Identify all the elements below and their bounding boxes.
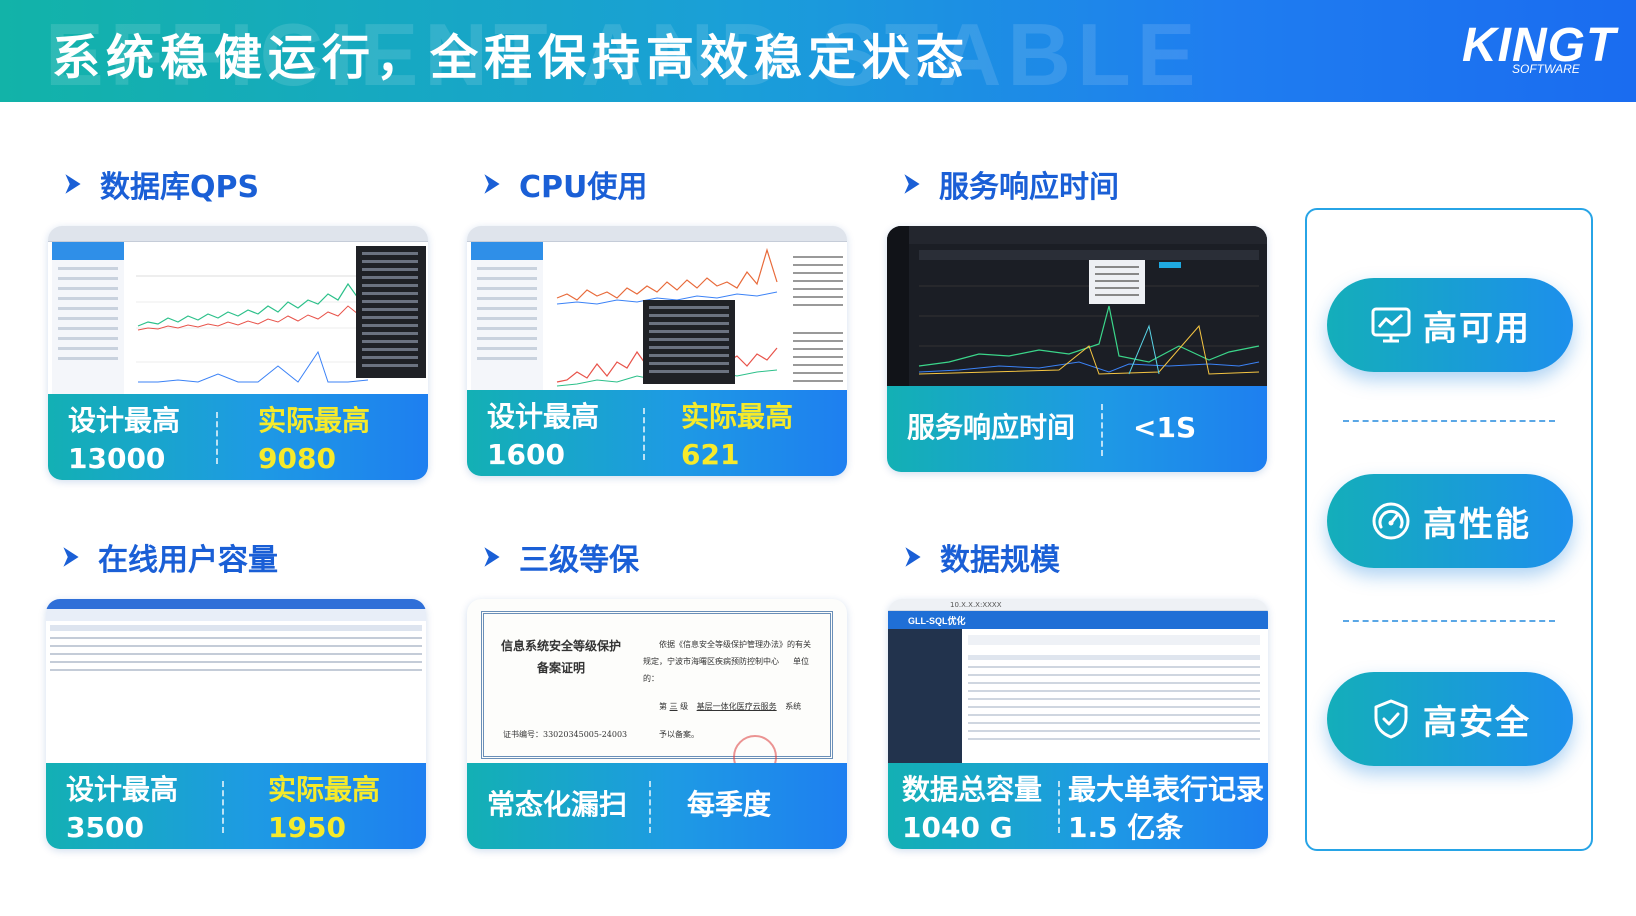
response-time-value: <1S xyxy=(1133,411,1197,444)
dashboard-screenshot xyxy=(887,226,1267,386)
company-logo: KINGT SOFTWARE xyxy=(1462,18,1615,82)
chevron-right-icon xyxy=(65,174,81,194)
divider xyxy=(222,781,224,833)
divider xyxy=(643,408,645,460)
stat-card: 设计最高 1600 实际最高 621 xyxy=(467,226,847,476)
dashboard-screenshot: 10.X.X.X:XXXX GLL-SQL优化 xyxy=(888,599,1268,763)
actual-max-value: 9080 xyxy=(258,442,336,475)
total-capacity-label: 数据总容量 xyxy=(902,773,1043,806)
section-title: 服务响应时间 xyxy=(939,170,1119,205)
response-time-label: 服务响应时间 xyxy=(907,411,1076,444)
divider xyxy=(1343,420,1555,422)
stats-bar: 常态化漏扫 每季度 xyxy=(467,763,847,849)
feature-label: 高安全 xyxy=(1423,702,1531,743)
logo-subtext: SOFTWARE xyxy=(1512,62,1580,76)
feature-label: 高可用 xyxy=(1423,308,1531,349)
qps-line-chart xyxy=(128,242,428,396)
monitor-chart-icon xyxy=(1371,307,1411,343)
section-heading: 三级等保 xyxy=(479,539,639,578)
certificate-de: 的： xyxy=(643,674,659,683)
feature-panel: 高可用 高性能 高安全 xyxy=(1305,208,1593,851)
stats-bar: 服务响应时间 <1S xyxy=(887,386,1267,472)
stat-card: 10.X.X.X:XXXX GLL-SQL优化 数据总容量 xyxy=(888,599,1268,849)
chevron-right-icon xyxy=(484,547,500,567)
section-heading: 数据库QPS xyxy=(60,166,259,205)
stat-card: 服务响应时间 <1S xyxy=(887,226,1267,472)
stats-bar: 数据总容量 1040 G 最大单表行记录 1.5 亿条 xyxy=(888,763,1268,849)
design-max-value: 1600 xyxy=(487,438,565,471)
section-heading: 服务响应时间 xyxy=(899,166,1119,205)
divider xyxy=(1343,620,1555,622)
section-heading: 数据规模 xyxy=(900,539,1060,578)
stats-bar: 设计最高 3500 实际最高 1950 xyxy=(46,763,426,849)
stat-card: 信息系统安全等级保护 备案证明 证书编号：33020345005-24003 依… xyxy=(467,599,847,849)
stat-card: 设计最高 3500 实际最高 1950 xyxy=(46,599,426,849)
section-title: 数据规模 xyxy=(940,543,1060,578)
actual-max-label: 实际最高 xyxy=(258,404,371,437)
actual-max-value: 621 xyxy=(681,438,740,471)
divider xyxy=(216,412,218,464)
max-table-rows-label: 最大单表行记录 xyxy=(1068,773,1265,806)
certificate-line2: 规定，宁波市海曙区疾病预防控制中心 xyxy=(643,657,779,666)
certificate-number: 证书编号：33020345005-24003 xyxy=(503,730,628,739)
design-max-label: 设计最高 xyxy=(487,400,600,433)
stats-bar: 设计最高 1600 实际最高 621 xyxy=(467,390,847,476)
feature-high-performance: 高性能 xyxy=(1327,474,1573,568)
design-max-value: 13000 xyxy=(68,442,166,475)
design-max-label: 设计最高 xyxy=(68,404,181,437)
certificate-unit: 单位 xyxy=(793,657,809,666)
chevron-right-icon xyxy=(63,547,79,567)
max-table-rows-value: 1.5 亿条 xyxy=(1068,811,1184,844)
scan-frequency: 每季度 xyxy=(687,788,772,821)
header-watermark: EFFICIENT AND STABLE xyxy=(45,5,1202,102)
logo-wordmark: KINGT xyxy=(1462,19,1617,72)
dashboard-screenshot xyxy=(467,226,847,396)
section-title: 在线用户容量 xyxy=(98,543,278,578)
cpu-line-chart xyxy=(547,242,847,396)
certificate-heading-2: 备案证明 xyxy=(537,661,586,675)
section-title: 三级等保 xyxy=(519,543,639,578)
divider xyxy=(1058,781,1060,833)
section-title: CPU使用 xyxy=(519,170,648,205)
gauge-icon xyxy=(1372,502,1410,540)
certificate-line3: 第 三 级 基层一体化医疗云服务 系统 xyxy=(659,702,802,711)
actual-max-label: 实际最高 xyxy=(681,400,794,433)
actual-max-label: 实际最高 xyxy=(268,773,381,806)
app-title: GLL-SQL优化 xyxy=(908,616,966,626)
system-name: 基层一体化医疗云服务 xyxy=(696,702,777,711)
certificate-line1: 依据《信息安全等级保护管理办法》的有关 xyxy=(659,640,811,649)
header-banner: EFFICIENT AND STABLE 系统稳健运行，全程保持高效稳定状态 K… xyxy=(0,0,1636,102)
certificate-image: 信息系统安全等级保护 备案证明 证书编号：33020345005-24003 依… xyxy=(467,599,847,763)
chevron-right-icon xyxy=(904,174,920,194)
certificate-filed: 予以备案。 xyxy=(659,730,699,739)
chevron-right-icon xyxy=(905,547,921,567)
section-title: 数据库QPS xyxy=(100,170,260,205)
design-max-value: 3500 xyxy=(66,811,144,844)
section-heading: 在线用户容量 xyxy=(58,539,278,578)
divider xyxy=(1101,404,1103,456)
stats-bar: 设计最高 13000 实际最高 9080 xyxy=(48,394,428,480)
feature-label: 高性能 xyxy=(1423,504,1531,545)
scan-label: 常态化漏扫 xyxy=(487,788,628,821)
protection-level: 三 xyxy=(669,702,678,711)
section-heading: CPU使用 xyxy=(479,166,647,205)
actual-max-value: 1950 xyxy=(268,811,346,844)
dashboard-screenshot xyxy=(48,226,428,396)
dashboard-screenshot xyxy=(46,599,426,769)
page-title: 系统稳健运行，全程保持高效稳定状态 xyxy=(52,30,971,86)
design-max-label: 设计最高 xyxy=(66,773,179,806)
divider xyxy=(649,781,651,833)
feature-high-availability: 高可用 xyxy=(1327,278,1573,372)
feature-high-security: 高安全 xyxy=(1327,672,1573,766)
total-capacity-value: 1040 G xyxy=(902,811,1013,844)
app-url: 10.X.X.X:XXXX xyxy=(950,601,1002,609)
response-time-chart xyxy=(909,226,1267,375)
chevron-right-icon xyxy=(484,174,500,194)
shield-check-icon xyxy=(1374,699,1408,739)
stat-card: 设计最高 13000 实际最高 9080 xyxy=(48,226,428,480)
certificate-heading: 信息系统安全等级保护 xyxy=(501,639,622,653)
